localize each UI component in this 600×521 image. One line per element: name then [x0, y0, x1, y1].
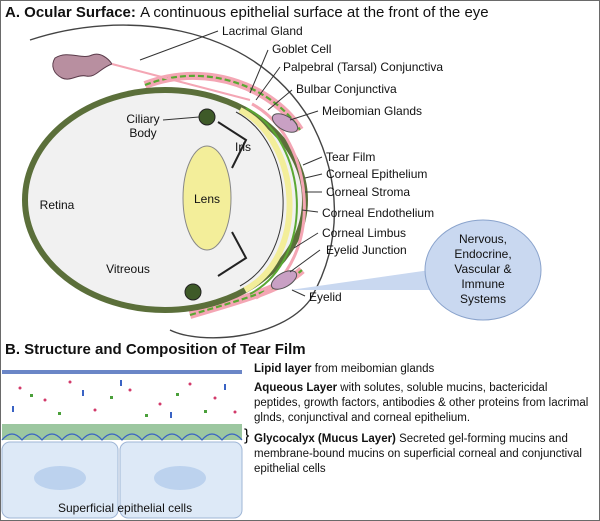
cornea-endothelium — [235, 111, 284, 287]
meibomian-gland-upper — [271, 113, 299, 133]
label-corneal-limbus: Corneal Limbus — [322, 226, 407, 240]
section-a-heading: A. Ocular Surface: A continuous epitheli… — [5, 4, 489, 21]
label-corneal-endothelium: Corneal Endothelium — [322, 206, 435, 220]
label-bulbar-conjunctiva: Bulbar Conjunctiva — [296, 82, 397, 96]
lipid-layer-description: Lipid layer from meibomian glands — [254, 363, 435, 375]
aqueous-particles-blue — [12, 380, 226, 418]
label-corneal-stroma: Corneal Stroma — [326, 185, 411, 199]
label-goblet-cell: Goblet Cell — [272, 42, 332, 56]
label-tear-film: Tear Film — [326, 150, 376, 164]
label-vitreous: Vitreous — [106, 262, 150, 276]
label-eyelid-junction: Eyelid Junction — [326, 243, 407, 257]
label-iris: Iris — [235, 140, 251, 154]
ciliary-body-upper — [198, 108, 216, 126]
iris-upper — [217, 121, 248, 169]
systems-bubble-text: Nervous, Endocrine, Vascular & Immune Sy… — [454, 232, 512, 306]
face-outline — [29, 24, 336, 339]
cornea-epithelium — [245, 107, 298, 295]
iris-lower — [217, 231, 248, 277]
cornea-stroma — [238, 107, 293, 293]
cell-nucleus-2 — [154, 466, 206, 490]
cell-nucleus-1 — [34, 466, 86, 490]
label-lens: Lens — [193, 192, 221, 206]
label-superficial-epithelial-cells: Superficial epithelial cells — [58, 501, 193, 515]
ciliary-body-lower — [184, 283, 202, 301]
label-palpebral-conjunctiva: Palpebral (Tarsal) Conjunctiva — [283, 60, 444, 74]
svg-text:}: } — [244, 427, 250, 444]
lipid-layer — [2, 370, 242, 374]
glycocalyx-description: Glycocalyx (Mucus Layer) Secreted gel-fo… — [254, 433, 582, 475]
label-lacrimal-gland: Lacrimal Gland — [222, 24, 303, 38]
bubble-pointer — [290, 270, 440, 290]
aqueous-particles-green — [30, 393, 207, 417]
label-retina: Retina — [39, 198, 75, 212]
aqueous-layer-description: Aqueous Layer with solutes, soluble muci… — [254, 382, 589, 424]
lens-shape — [182, 145, 232, 251]
label-corneal-epithelium: Corneal Epithelium — [326, 167, 428, 181]
systems-bubble — [424, 219, 542, 321]
label-meibomian-glands: Meibomian Glands — [322, 104, 423, 118]
meibomian-gland-lower — [270, 270, 298, 290]
glycocalyx-layer — [2, 424, 242, 440]
label-eyelid: Eyelid — [309, 290, 342, 304]
section-b-heading: B. Structure and Composition of Tear Fil… — [5, 341, 306, 358]
aqueous-particles — [18, 380, 237, 414]
lacrimal-gland-icon — [52, 53, 251, 101]
